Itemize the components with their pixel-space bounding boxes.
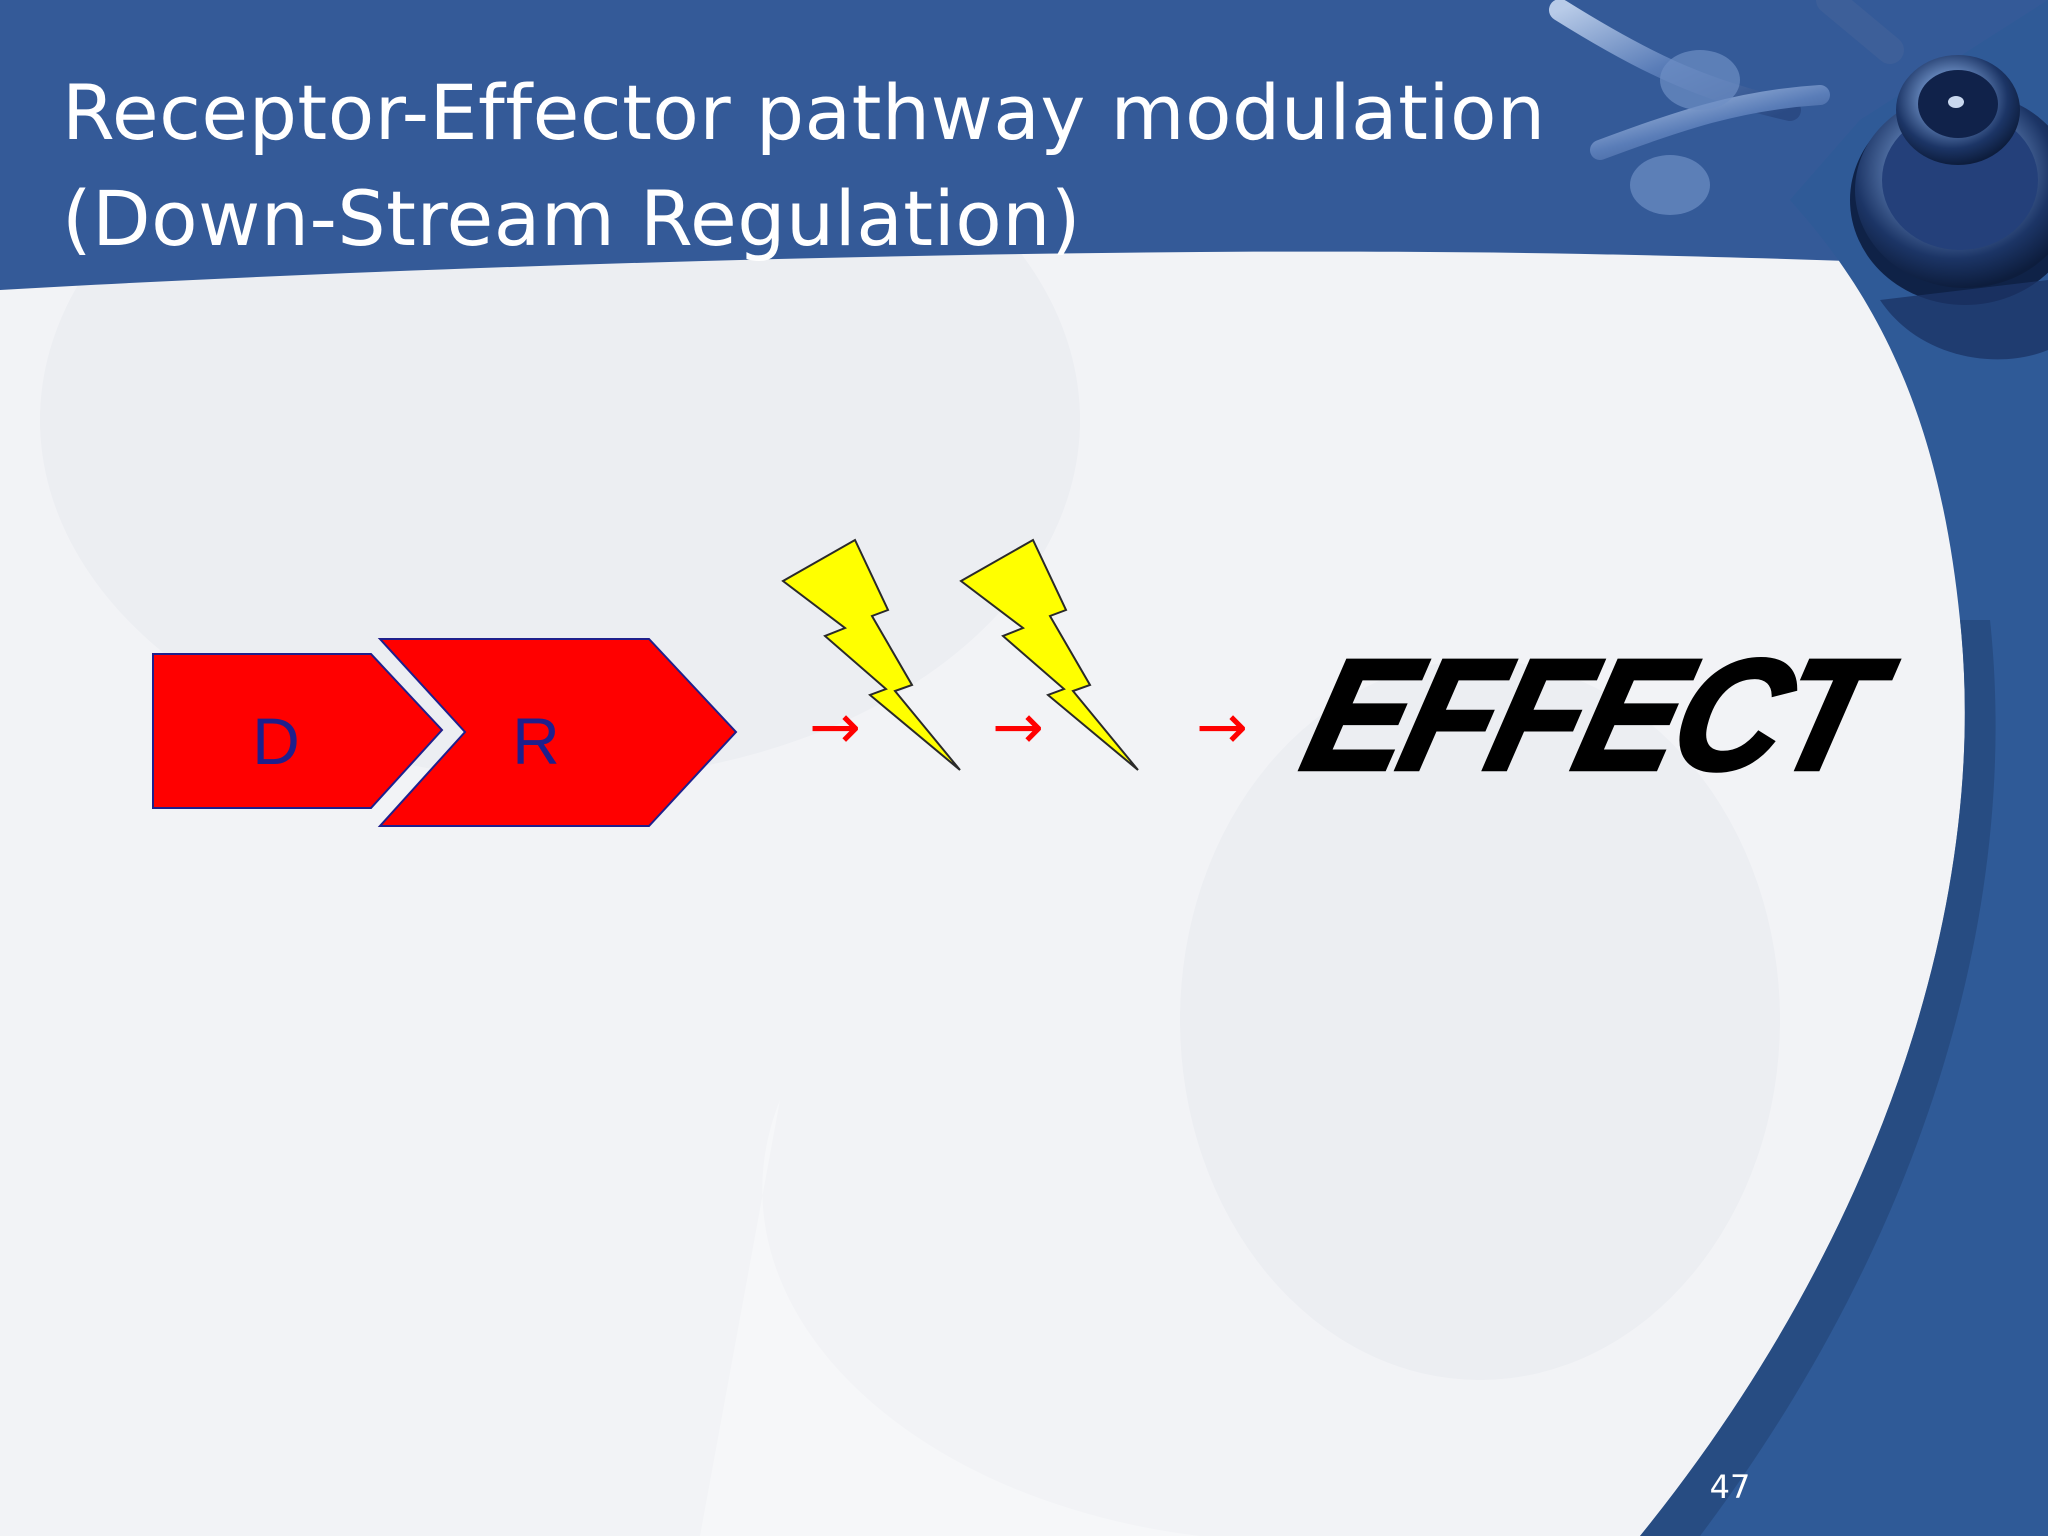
arrow-3: → — [1196, 690, 1248, 763]
receptor-label: R — [512, 704, 560, 778]
right-band — [1640, 0, 2048, 1536]
title-line-1: Receptor-Effector pathway modulation — [62, 68, 1546, 157]
drug-chevron: D — [152, 653, 444, 809]
stethoscope-image — [1549, 0, 2048, 360]
effect-label: EFFECT — [1287, 624, 1894, 804]
arrow-1: → — [809, 690, 861, 763]
page-number: 47 — [1709, 1468, 1751, 1506]
header-band — [0, 0, 2048, 290]
arrow-2: → — [992, 690, 1044, 763]
slide-title: Receptor-Effector pathway modulation (Do… — [62, 60, 1562, 272]
receptor-chevron: R — [377, 638, 738, 827]
title-line-2: (Down-Stream Regulation) — [62, 174, 1082, 263]
lightning-bolt-icon — [959, 538, 1139, 771]
drug-label: D — [252, 704, 300, 778]
lightning-bolt-icon — [781, 538, 961, 771]
